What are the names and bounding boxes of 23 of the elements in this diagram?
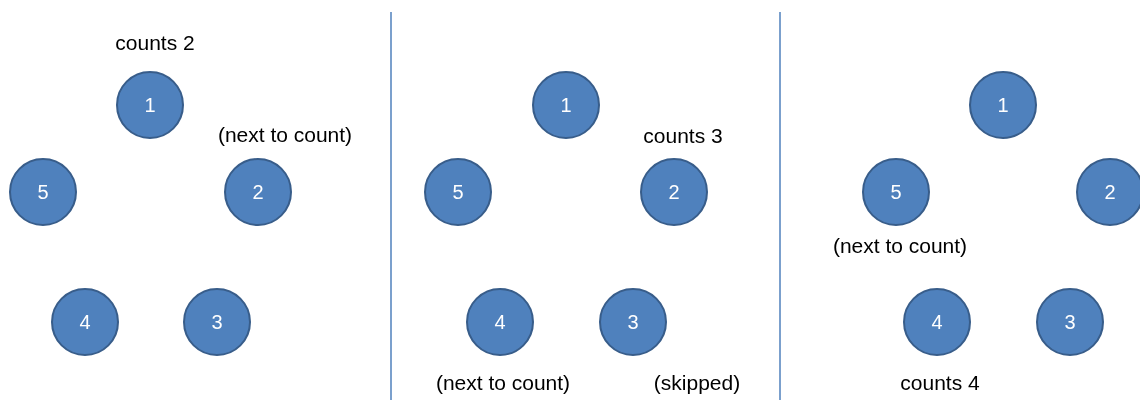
node-number: 5 bbox=[452, 180, 464, 204]
node-number: 1 bbox=[560, 93, 572, 117]
node-number: 4 bbox=[79, 310, 91, 334]
annotation-text: (next to count) bbox=[435, 371, 571, 395]
node-number: 4 bbox=[494, 310, 506, 334]
annotation-text: counts 4 bbox=[900, 371, 980, 395]
node-number: 2 bbox=[1104, 180, 1116, 204]
node-number: 3 bbox=[211, 310, 223, 334]
annotation-text: (next to count) bbox=[832, 234, 968, 258]
circle-node bbox=[1076, 158, 1140, 226]
node-number: 2 bbox=[252, 180, 264, 204]
annotation-text: (next to count) bbox=[217, 123, 353, 147]
annotation-text: (skipped) bbox=[653, 371, 741, 395]
node-number: 5 bbox=[37, 180, 49, 204]
annotation-text: counts 2 bbox=[115, 31, 195, 55]
annotation-text: counts 3 bbox=[643, 124, 723, 148]
node-number: 4 bbox=[931, 310, 943, 334]
node-number: 3 bbox=[1064, 310, 1076, 334]
node-number: 1 bbox=[997, 93, 1009, 117]
node-number: 5 bbox=[890, 180, 902, 204]
node-number: 3 bbox=[627, 310, 639, 334]
node-number: 1 bbox=[144, 93, 156, 117]
node-number: 2 bbox=[668, 180, 680, 204]
